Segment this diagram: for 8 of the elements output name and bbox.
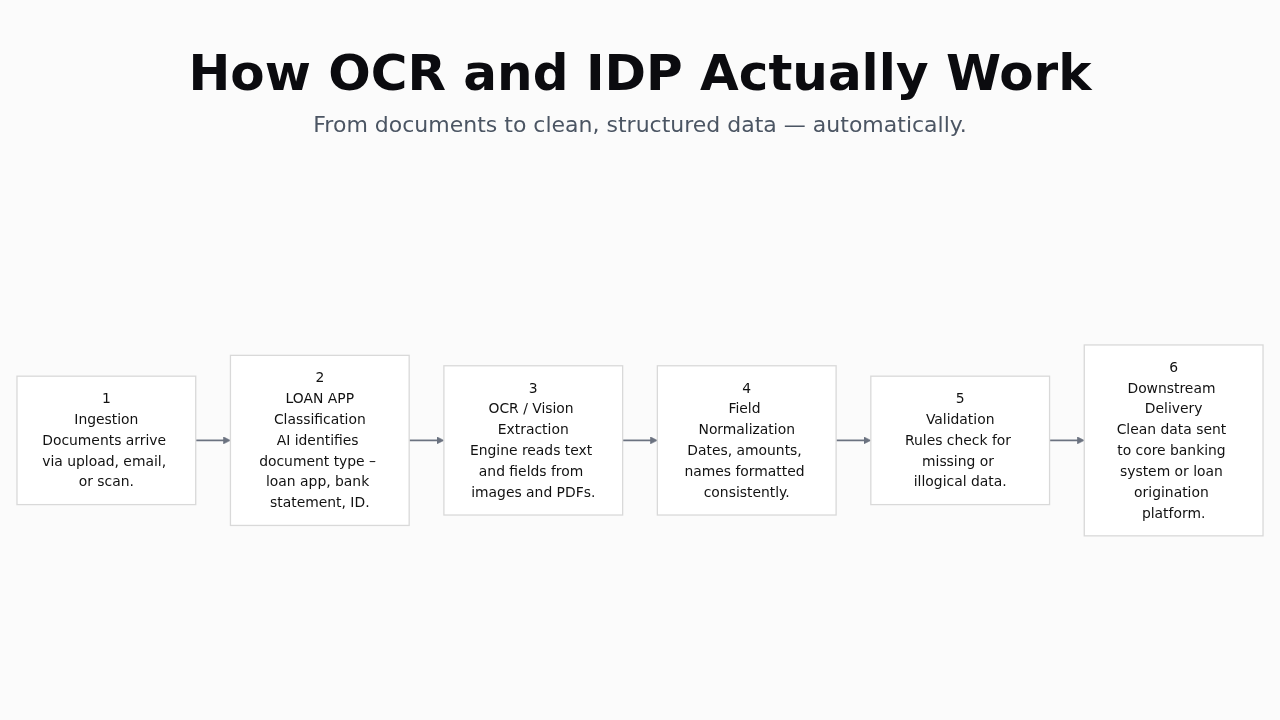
node-box: 6 Downstream Delivery Clean data sent to core banking system or loan origination platform. [1083, 343, 1264, 537]
node-box: 3 OCR / Vision Extraction Engine reads text and fields from images and PDFs. [443, 364, 624, 516]
title: How OCR and IDP Actually Work [187, 44, 1093, 102]
node-box: 5 Validation Rules check for missing or illogical data. [870, 375, 1051, 505]
node-box: 4 Field Normalization Dates, amounts, names formatted consistently. [656, 364, 837, 516]
subtitle: From documents to clean, structured data — automatically. [312, 112, 968, 137]
node-box: 1 Ingestion Documents arrive via upload, email, or scan. [16, 375, 197, 505]
node-box: 2 LOAN APP Classification AI identifies document type – loan app, bank statement, ID. [229, 354, 410, 526]
